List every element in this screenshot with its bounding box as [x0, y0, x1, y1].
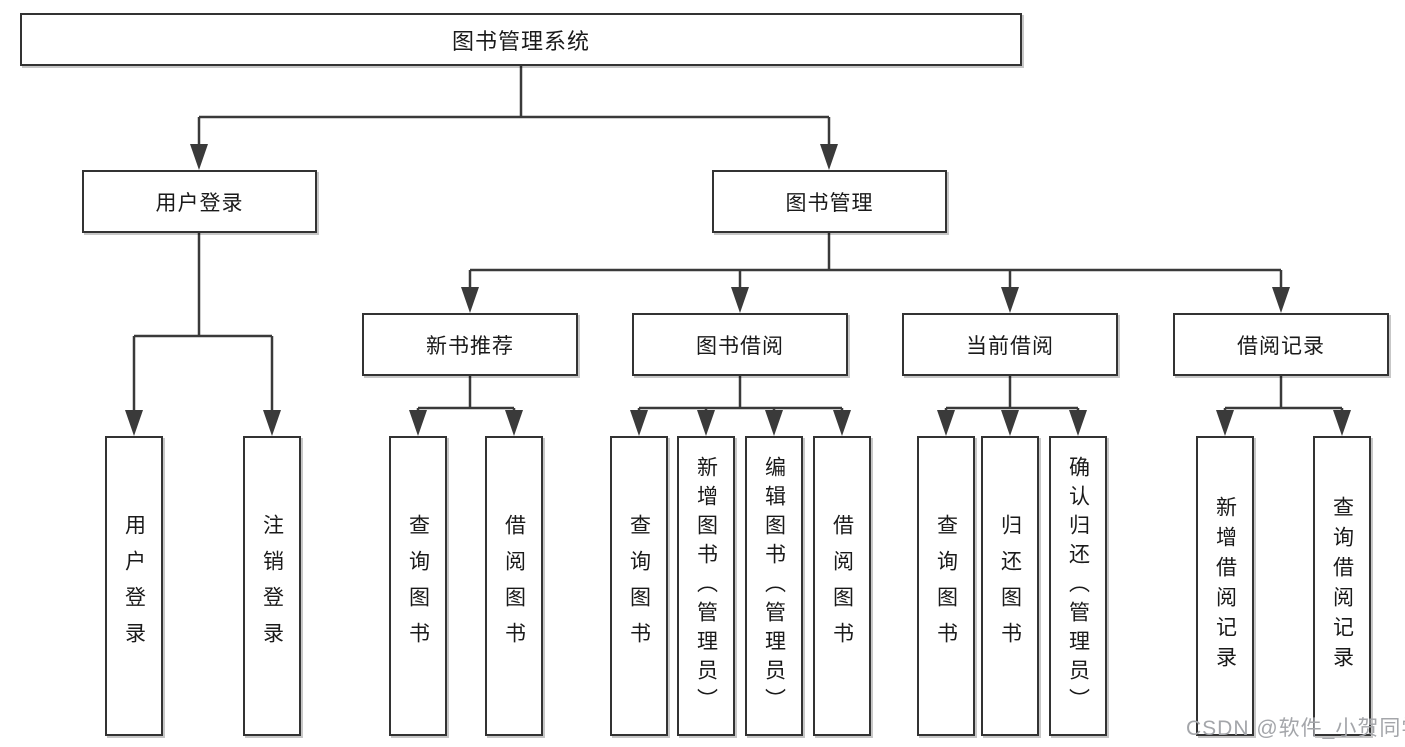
leaf-logout-label: 注销登录: [260, 514, 284, 658]
leaf-borrow-query-label: 查询图书: [627, 514, 651, 658]
leaf-borrow-book-label: 借阅图书: [830, 514, 854, 658]
node-user-login: 用户登录: [82, 170, 317, 233]
csdn-watermark: CSDN @软件_小贺同学: [1186, 717, 1405, 740]
leaf-user-login-label: 用户登录: [122, 514, 146, 658]
node-root-label: 图书管理系统: [451, 28, 590, 54]
leaf-user-login: 用户登录: [105, 436, 163, 736]
leaf-record-query-label: 查询借阅记录: [1330, 496, 1354, 676]
node-borrow-records: 借阅记录: [1173, 313, 1389, 376]
leaf-current-return-label: 归还图书: [998, 514, 1022, 658]
node-book-borrow: 图书借阅: [632, 313, 848, 376]
leaf-record-add-label: 新增借阅记录: [1213, 496, 1237, 676]
leaf-newbook-query-label: 查询图书: [406, 514, 430, 658]
leaf-newbook-query: 查询图书: [389, 436, 447, 736]
node-new-book-recommend-label: 新书推荐: [426, 334, 514, 358]
node-root: 图书管理系统: [20, 13, 1022, 66]
node-new-book-recommend: 新书推荐: [362, 313, 578, 376]
leaf-current-query-label: 查询图书: [934, 514, 958, 658]
node-current-borrow-label: 当前借阅: [966, 334, 1054, 358]
leaf-newbook-borrow-label: 借阅图书: [502, 514, 526, 658]
node-borrow-records-label: 借阅记录: [1237, 334, 1325, 358]
leaf-current-return: 归还图书: [981, 436, 1039, 736]
leaf-record-query: 查询借阅记录: [1313, 436, 1371, 736]
node-book-borrow-label: 图书借阅: [696, 334, 784, 358]
leaf-logout: 注销登录: [243, 436, 301, 736]
leaf-record-add: 新增借阅记录: [1196, 436, 1254, 736]
node-book-management: 图书管理: [712, 170, 947, 233]
leaf-borrow-book: 借阅图书: [813, 436, 871, 736]
leaf-current-confirm-admin-label: 确认归还（管理员）: [1066, 455, 1090, 717]
leaf-current-query: 查询图书: [917, 436, 975, 736]
leaf-borrow-query: 查询图书: [610, 436, 668, 736]
leaf-borrow-add-admin: 新增图书（管理员）: [677, 436, 735, 736]
leaf-borrow-edit-admin-label: 编辑图书（管理员）: [762, 455, 786, 717]
leaf-borrow-add-admin-label: 新增图书（管理员）: [694, 455, 718, 717]
leaf-borrow-edit-admin: 编辑图书（管理员）: [745, 436, 803, 736]
node-user-login-label: 用户登录: [155, 191, 244, 215]
node-book-management-label: 图书管理: [785, 191, 874, 215]
node-current-borrow: 当前借阅: [902, 313, 1118, 376]
connector-lines: [132, 65, 1344, 416]
leaf-current-confirm-admin: 确认归还（管理员）: [1049, 436, 1107, 736]
leaf-newbook-borrow: 借阅图书: [485, 436, 543, 736]
